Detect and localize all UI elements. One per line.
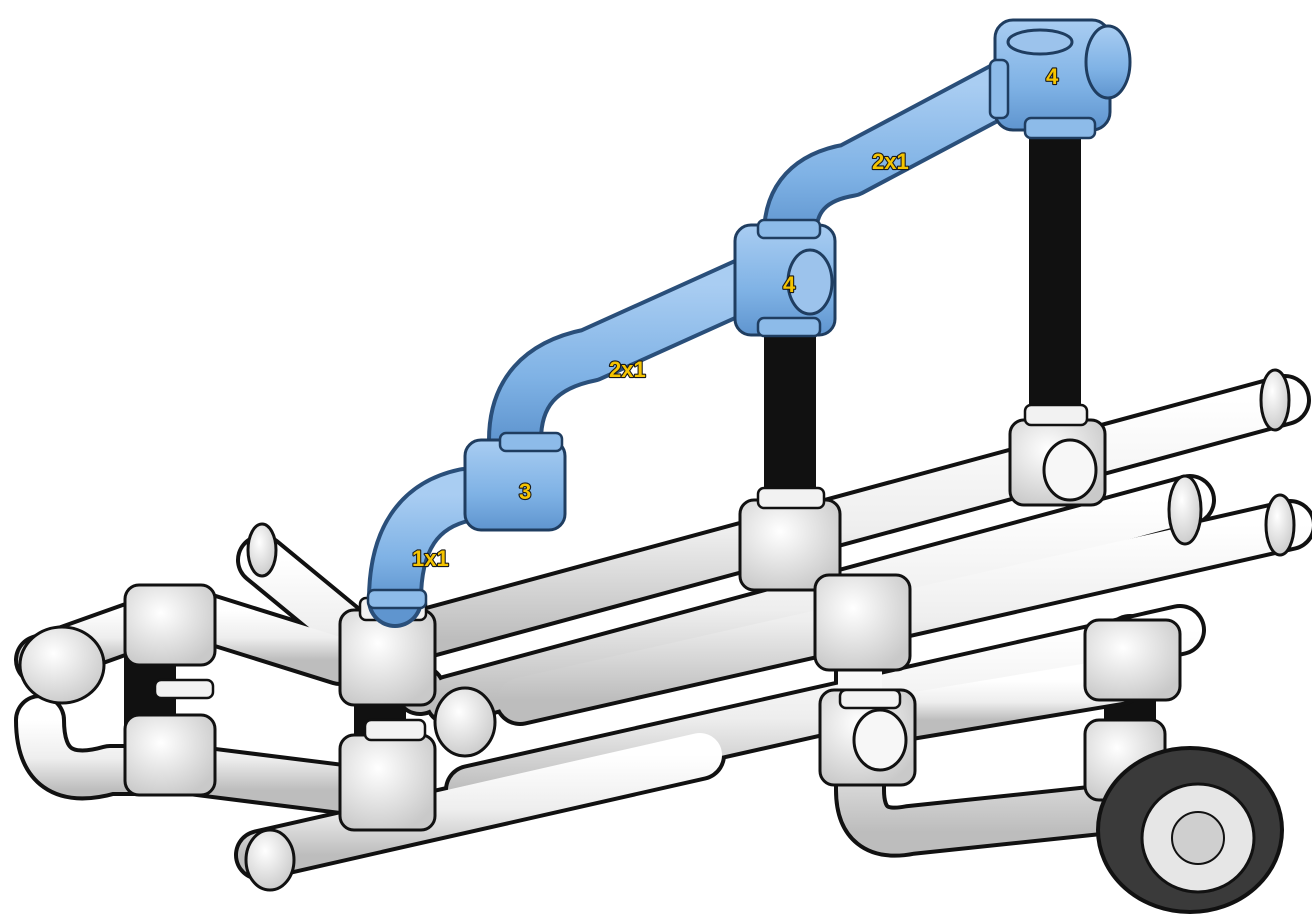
- label-top-connector: 4: [1046, 64, 1059, 89]
- label-elbow-connector: 3: [519, 479, 531, 504]
- wheel: [1098, 748, 1282, 912]
- label-lower-pipe: 2x1: [609, 357, 646, 382]
- label-middle-connector: 4: [783, 272, 796, 297]
- label-upper-pipe: 2x1: [872, 149, 909, 174]
- label-short-pipe: 1x1: [412, 546, 449, 571]
